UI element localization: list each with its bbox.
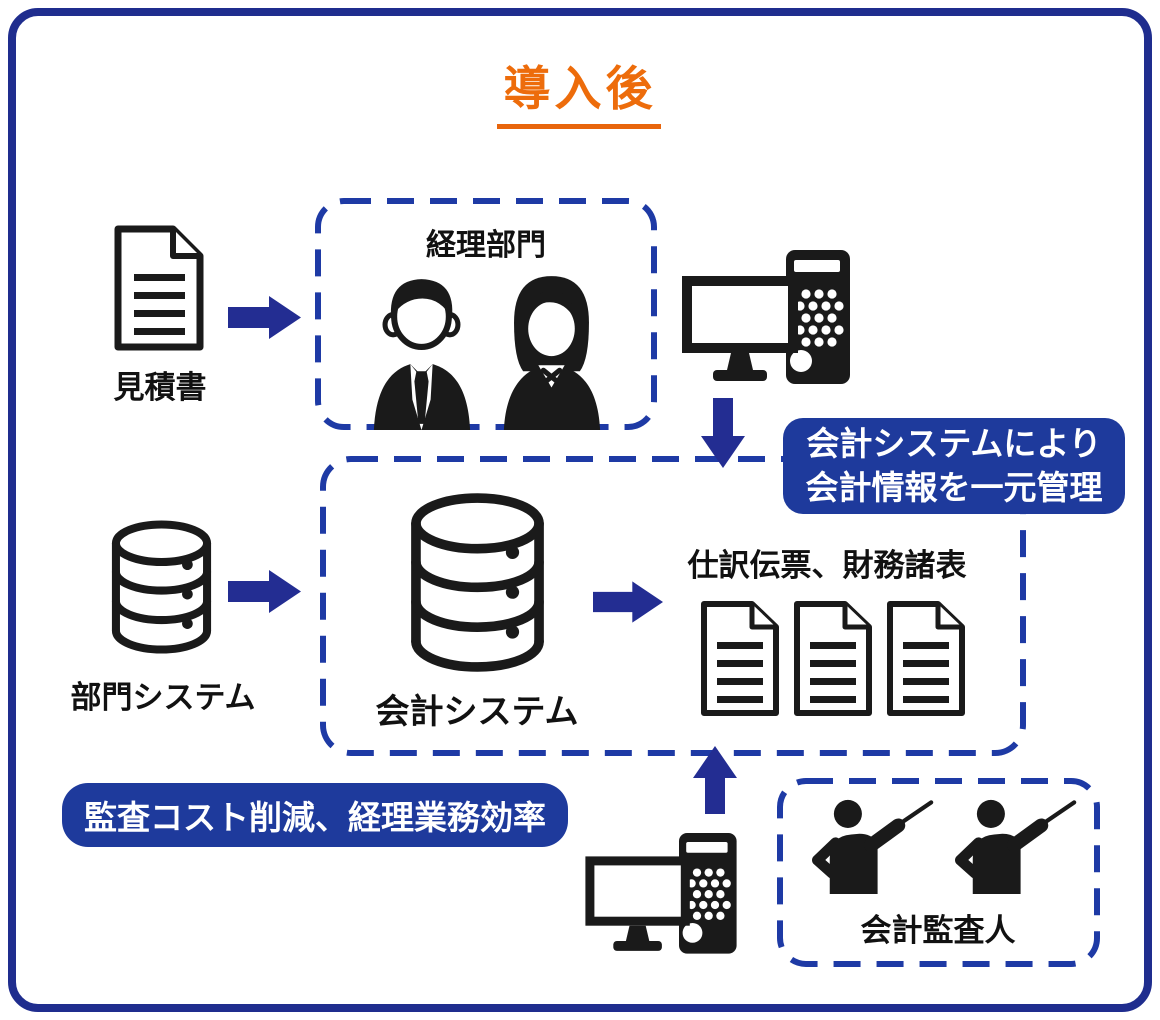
- person-male-icon: [373, 279, 471, 430]
- auditor-label: 会計監査人: [860, 913, 1016, 948]
- auditor-icon: [812, 799, 934, 894]
- centralize-badge: 会計システムにより 会計情報を一元管理: [783, 418, 1125, 514]
- page-title: 導入後: [503, 62, 657, 115]
- document-icon: [794, 601, 872, 716]
- document-icon: [887, 601, 965, 716]
- desktop-computer-icon: [682, 250, 850, 384]
- arrow-down-icon: [701, 398, 745, 468]
- database-icon: [111, 520, 212, 654]
- desktop-computer-icon: [585, 833, 737, 954]
- accounting-system-label: 会計システム: [375, 693, 579, 731]
- document-icon: [114, 225, 204, 351]
- arrow-up-icon: [693, 746, 737, 814]
- quote-label: 見積書: [113, 370, 207, 405]
- cost-reduction-badge: 監査コスト削減、経理業務効率: [62, 783, 568, 847]
- auditor-icon: [955, 799, 1077, 894]
- arrow-right-icon: [593, 581, 663, 623]
- arrow-right-icon: [228, 570, 301, 613]
- outputs-documents: [700, 600, 966, 717]
- arrow-right-icon: [228, 296, 301, 339]
- document-icon: [701, 601, 779, 716]
- centralize-badge-line2: 会計情報を一元管理: [805, 469, 1103, 506]
- outputs-label: 仕訳伝票、財務諸表: [687, 548, 967, 583]
- database-icon: [411, 493, 544, 672]
- title-underline: [497, 124, 661, 129]
- dept-system-label: 部門システム: [70, 680, 256, 715]
- outer-frame: [8, 8, 1152, 1012]
- person-female-icon: [503, 276, 601, 430]
- centralize-badge-line1: 会計システムにより: [806, 425, 1102, 462]
- accounting-dept-label: 経理部門: [426, 229, 546, 262]
